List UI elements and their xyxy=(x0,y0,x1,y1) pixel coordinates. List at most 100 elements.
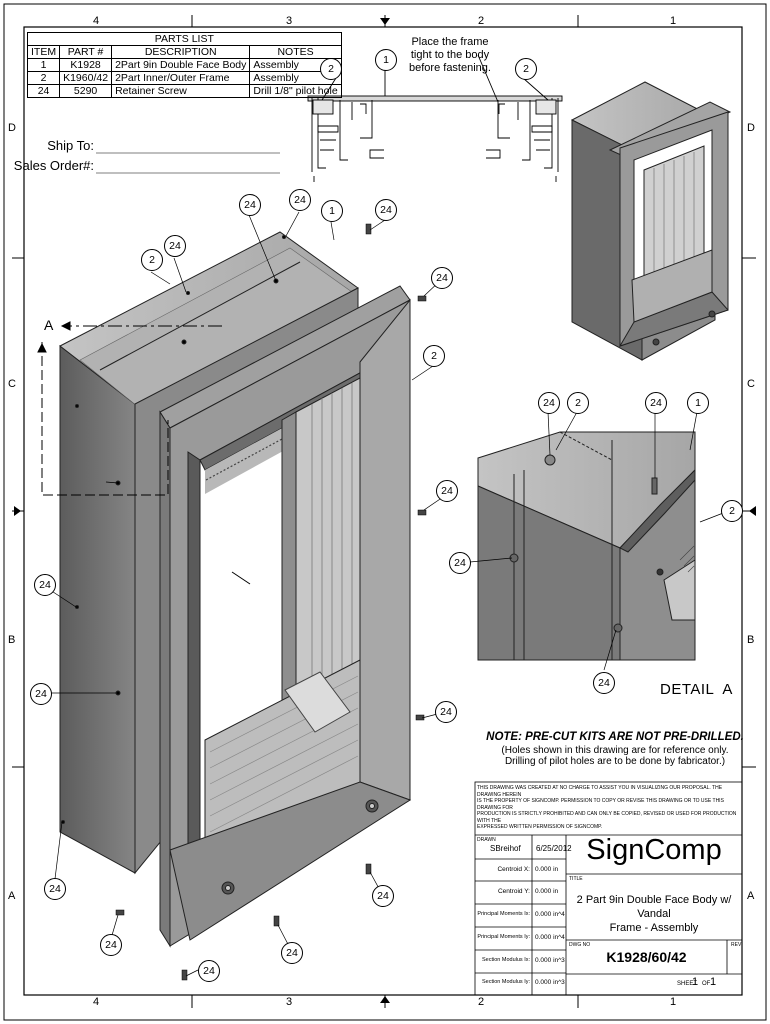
col-label-2-bottom: 2 xyxy=(478,996,485,1008)
disclaimer-line-2: IS THE PROPERTY OF SIGNCOMP. PERMISSION … xyxy=(477,798,724,811)
col-label-4-bottom: 4 xyxy=(93,996,100,1008)
col-label-1-bottom: 1 xyxy=(670,996,677,1008)
callout-item-24: 24 xyxy=(164,235,186,257)
row-label-c-left: C xyxy=(8,378,16,390)
callout-item-1: 1 xyxy=(687,392,709,414)
callout-item-24: 24 xyxy=(645,392,667,414)
cell-item: 2 xyxy=(26,71,61,85)
callout-item-24: 24 xyxy=(239,194,261,216)
row-label-b-right: B xyxy=(747,634,755,646)
outer-border xyxy=(3,3,767,1021)
callout-item-24: 24 xyxy=(30,683,52,705)
drawing-title-line-1: 2 Part 9in Double Face Body w/ Vandal xyxy=(576,894,732,920)
prop-label-moment-iy: Principal Moments Iy: xyxy=(477,934,530,940)
header-description: DESCRIPTION xyxy=(111,45,251,59)
prop-value-modulus-iy: 0.000 in^3 xyxy=(535,979,565,986)
callout-item-24: 24 xyxy=(198,960,220,982)
cell-part-number: K1960/42 xyxy=(59,71,113,85)
note-block: NOTE: PRE-CUT KITS ARE NOT PRE-DRILLED. … xyxy=(480,731,750,767)
row-label-a-left: A xyxy=(8,890,16,902)
header-notes: NOTES xyxy=(249,45,342,59)
prop-value-centroid-y: 0.000 in xyxy=(535,888,559,895)
col-label-3-top: 3 xyxy=(286,15,293,27)
callout-item-24: 24 xyxy=(375,199,397,221)
dwg-no-label: DWG NO xyxy=(569,942,591,948)
prop-label-centroid-x: Centroid X: xyxy=(497,866,530,873)
detail-leaders xyxy=(469,411,732,671)
table-row: 24 5290 Retainer Screw Drill 1/8" pilot … xyxy=(26,84,342,98)
callout-item-24: 24 xyxy=(34,574,56,596)
section-note: Place the frame tight to the body before… xyxy=(400,36,500,75)
of-label: OF xyxy=(702,981,711,987)
callout-item-2: 2 xyxy=(515,58,537,80)
row-label-a-right: A xyxy=(747,890,755,902)
col-label-2-top: 2 xyxy=(478,15,485,27)
callout-item-24: 24 xyxy=(100,934,122,956)
callout-item-2: 2 xyxy=(320,58,342,80)
prop-value-moment-iy: 0.000 in^4 xyxy=(535,934,565,941)
col-label-1-top: 1 xyxy=(670,15,677,27)
section-view xyxy=(307,54,563,182)
table-row: 2 K1960/42 2Part Inner/Outer Frame Assem… xyxy=(26,71,342,85)
callout-item-24: 24 xyxy=(435,701,457,723)
main-isometric-view xyxy=(59,231,412,948)
cell-description: Retainer Screw xyxy=(111,84,251,98)
detail-a-view xyxy=(477,431,696,661)
prop-value-centroid-x: 0.000 in xyxy=(535,866,559,873)
parts-list-title: PARTS LIST xyxy=(27,32,342,46)
cell-notes: Drill 1/8" pilot hole xyxy=(249,84,342,98)
iso-view-right xyxy=(570,81,732,361)
disclaimer-line-4: EXPRESSED WRITTEN PERMISSION OF SIGNCOMP… xyxy=(477,824,603,830)
callout-item-2: 2 xyxy=(141,249,163,271)
drawing-number: K1928/60/42 xyxy=(606,949,687,965)
prop-value-moment-ix: 0.000 in^4 xyxy=(535,911,565,918)
callout-item-24: 24 xyxy=(436,480,458,502)
rev-label: REV xyxy=(731,942,742,948)
drawing-title: 2 Part 9in Double Face Body w/ Vandal Fr… xyxy=(566,893,742,935)
callout-item-2: 2 xyxy=(423,345,445,367)
callout-item-24: 24 xyxy=(538,392,560,414)
drawing-title-line-2: Frame - Assembly xyxy=(609,922,699,934)
disclaimer-line-3: PRODUCTION IS STRICTLY PROHIBITED AND CA… xyxy=(477,811,737,824)
disclaimer: THIS DRAWING WAS CREATED AT NO CHARGE TO… xyxy=(477,785,743,831)
callout-item-24: 24 xyxy=(593,672,615,694)
cell-part-number: K1928 xyxy=(59,58,113,72)
parts-list-table: PARTS LIST ITEM PART # DESCRIPTION NOTES… xyxy=(26,32,342,98)
cell-description: 2Part Inner/Outer Frame xyxy=(111,71,251,85)
drawn-label: DRAWN xyxy=(477,837,496,843)
parts-list-header-row: ITEM PART # DESCRIPTION NOTES xyxy=(26,45,342,59)
callout-item-2: 2 xyxy=(567,392,589,414)
prop-value-modulus-ix: 0.000 in^3 xyxy=(535,957,565,964)
screws xyxy=(115,223,427,981)
sheet-label: SHEET xyxy=(677,981,698,987)
section-marker-a: A xyxy=(44,317,54,333)
table-row: 1 K1928 2Part 9in Double Face Body Assem… xyxy=(26,58,342,72)
cell-item: 1 xyxy=(26,58,61,72)
callout-item-24: 24 xyxy=(281,942,303,964)
drawn-by: SBreihof xyxy=(490,844,521,853)
row-label-d-right: D xyxy=(747,122,755,134)
col-label-4-top: 4 xyxy=(93,15,100,27)
cell-part-number: 5290 xyxy=(59,84,113,98)
callout-item-24: 24 xyxy=(44,878,66,900)
callout-item-24: 24 xyxy=(289,189,311,211)
section-note-line-2: tight to the body xyxy=(410,49,490,61)
title-block-grid xyxy=(474,781,743,996)
disclaimer-line-1: THIS DRAWING WAS CREATED AT NO CHARGE TO… xyxy=(477,785,723,798)
center-arrows xyxy=(14,18,756,1003)
leader-lines xyxy=(40,211,447,977)
section-note-line-3: before fastening. xyxy=(409,62,491,74)
note-line-1: (Holes shown in this drawing are for ref… xyxy=(501,745,729,756)
sheet-number: 1 xyxy=(692,976,699,988)
col-label-3-bottom: 3 xyxy=(286,996,293,1008)
note-heading: NOTE: PRE-CUT KITS ARE NOT PRE-DRILLED. xyxy=(486,731,744,743)
detail-a-label: DETAIL A xyxy=(660,681,733,698)
prop-label-modulus-ix: Section Modulus Ix: xyxy=(482,957,530,963)
header-part-number: PART # xyxy=(59,45,113,59)
row-label-c-right: C xyxy=(747,378,755,390)
ship-to-label: Ship To: xyxy=(47,138,94,153)
cell-description: 2Part 9in Double Face Body xyxy=(111,58,251,72)
drawn-date: 6/25/2012 xyxy=(536,844,572,853)
sheet-total: 1 xyxy=(710,976,717,988)
